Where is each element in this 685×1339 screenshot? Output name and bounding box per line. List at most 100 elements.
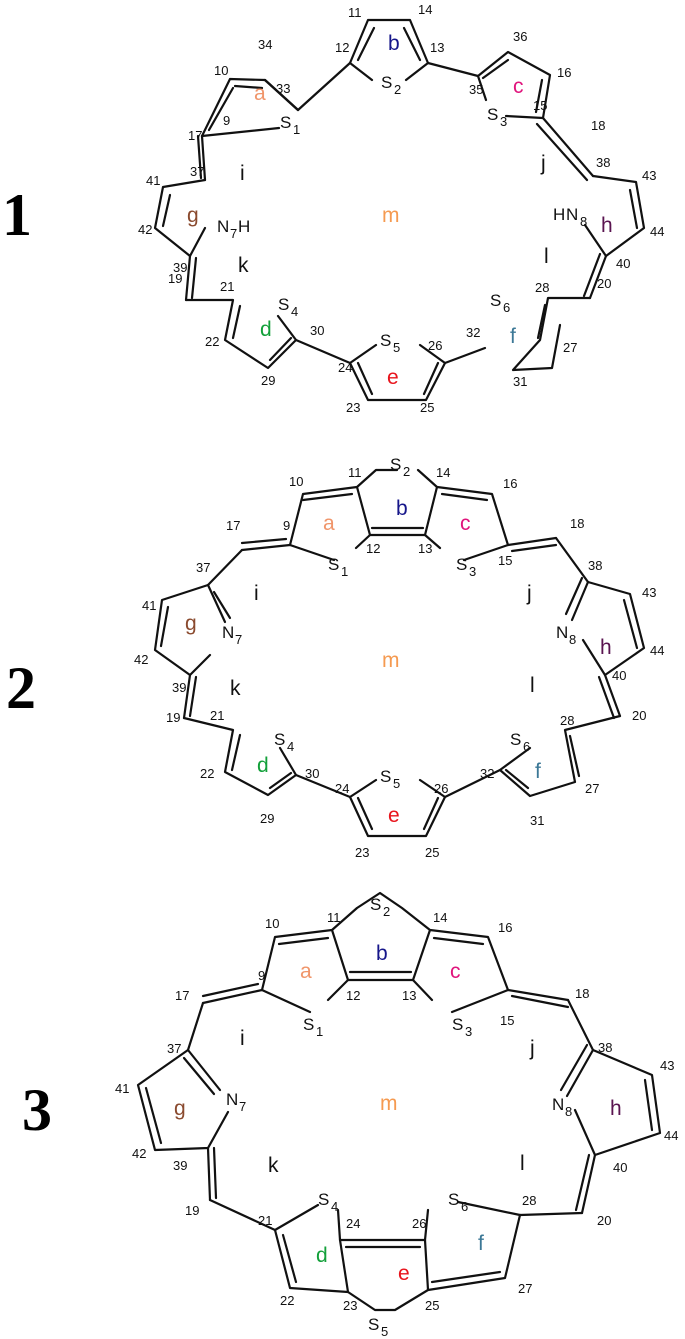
position-number: 34 <box>258 37 272 52</box>
position-number: 37 <box>190 164 204 179</box>
position-number: 29 <box>260 811 274 826</box>
position-number: 10 <box>289 474 303 489</box>
sub-N7: 7 <box>235 632 242 647</box>
position-number: 41 <box>142 598 156 613</box>
region-k: k <box>268 1154 279 1177</box>
sub-N8: 8 <box>565 1104 572 1119</box>
position-number: 13 <box>430 40 444 55</box>
atom-S5: S <box>368 1315 379 1334</box>
position-number: 31 <box>530 813 544 828</box>
ring-e: e <box>388 804 400 827</box>
ring-m: m <box>382 204 400 227</box>
position-number: 20 <box>597 1213 611 1228</box>
sub-S6: 6 <box>523 739 530 754</box>
ring-b: b <box>376 942 388 965</box>
region-k: k <box>230 677 241 700</box>
region-j: j <box>526 582 532 605</box>
position-number: 19 <box>185 1203 199 1218</box>
position-number: 14 <box>436 465 450 480</box>
position-numbers: 9 10 11 12 13 14 15 16 17 18 19 20 21 22… <box>134 465 664 860</box>
position-number: 37 <box>196 560 210 575</box>
position-number: 44 <box>650 224 664 239</box>
ring-b: b <box>388 32 400 55</box>
position-number: 39 <box>173 1158 187 1173</box>
ring-labels: a b c d e f g h m i j k l <box>174 942 622 1285</box>
position-number: 27 <box>518 1281 532 1296</box>
sub-N7: 7 <box>239 1099 246 1114</box>
position-number: 15 <box>498 553 512 568</box>
sub-S1: 1 <box>293 122 300 137</box>
sub-N7: 7 <box>230 226 237 241</box>
position-numbers: 9 10 11 12 13 14 15 16 17 18 19 20 21 22… <box>138 2 664 415</box>
compound-3: 3 <box>22 891 678 1339</box>
ring-h: h <box>601 214 613 237</box>
ring-labels: a b c d e f g h m i j k l <box>185 497 612 827</box>
position-number: 9 <box>223 113 230 128</box>
atom-S5: S <box>380 767 391 786</box>
position-number: 40 <box>613 1160 627 1175</box>
position-number: 13 <box>402 988 416 1003</box>
sub-S6: 6 <box>503 300 510 315</box>
position-number: 43 <box>660 1058 674 1073</box>
atom-S6: S <box>490 291 501 310</box>
position-number: 26 <box>412 1216 426 1231</box>
atom-S4: S <box>274 730 285 749</box>
region-j: j <box>529 1037 535 1060</box>
position-number: 23 <box>355 845 369 860</box>
bonds <box>153 18 646 402</box>
ring-c: c <box>513 75 524 98</box>
sub-S5: 5 <box>381 1324 388 1339</box>
compound-2: 2 <box>6 455 664 860</box>
ring-c: c <box>450 960 461 983</box>
bonds <box>153 468 646 838</box>
position-number: 10 <box>265 916 279 931</box>
ring-d: d <box>316 1244 328 1267</box>
atom-S2: S <box>390 455 401 474</box>
sub-S5: 5 <box>393 776 400 791</box>
position-number: 11 <box>327 910 341 925</box>
position-number: 14 <box>433 910 447 925</box>
ring-e: e <box>387 366 399 389</box>
position-number: 9 <box>283 518 290 533</box>
position-number: 16 <box>503 476 517 491</box>
atom-S3: S <box>452 1015 463 1034</box>
ring-h: h <box>600 636 612 659</box>
position-number: 18 <box>575 986 589 1001</box>
position-number: 27 <box>585 781 599 796</box>
position-number: 40 <box>616 256 630 271</box>
position-number: 22 <box>200 766 214 781</box>
position-number: 13 <box>418 541 432 556</box>
ring-a: a <box>323 512 335 535</box>
sub-S1: 1 <box>316 1024 323 1039</box>
atom-N7: N <box>217 217 229 236</box>
position-number: 17 <box>226 518 240 533</box>
position-number: 28 <box>560 713 574 728</box>
position-number: 24 <box>338 360 352 375</box>
position-number: 26 <box>428 338 442 353</box>
position-number: 40 <box>612 668 626 683</box>
sub-S4: 4 <box>291 304 298 319</box>
ring-a: a <box>254 82 266 105</box>
sub-S4: 4 <box>287 739 294 754</box>
atom-N8: N <box>566 205 578 224</box>
position-number: 30 <box>305 766 319 781</box>
sub-S1: 1 <box>341 564 348 579</box>
position-number: 14 <box>418 2 432 17</box>
position-number: 23 <box>346 400 360 415</box>
ring-e: e <box>398 1262 410 1285</box>
position-number: 15 <box>500 1013 514 1028</box>
position-number: 17 <box>175 988 189 1003</box>
sub-S2: 2 <box>394 82 401 97</box>
sub-S3: 3 <box>465 1024 472 1039</box>
position-number: 29 <box>261 373 275 388</box>
atom-N8: N <box>556 623 568 642</box>
position-numbers: 9 10 11 12 13 14 15 16 17 18 19 20 21 22… <box>115 910 678 1313</box>
position-number: 24 <box>335 781 349 796</box>
atom-labels: S 1 S 2 S 3 S 4 S 5 S 6 N 7 N 8 <box>226 895 572 1339</box>
position-number: 18 <box>591 118 605 133</box>
position-number: 27 <box>563 340 577 355</box>
atom-H8: H <box>553 205 565 224</box>
position-number: 32 <box>480 766 494 781</box>
atom-S6: S <box>448 1190 459 1209</box>
